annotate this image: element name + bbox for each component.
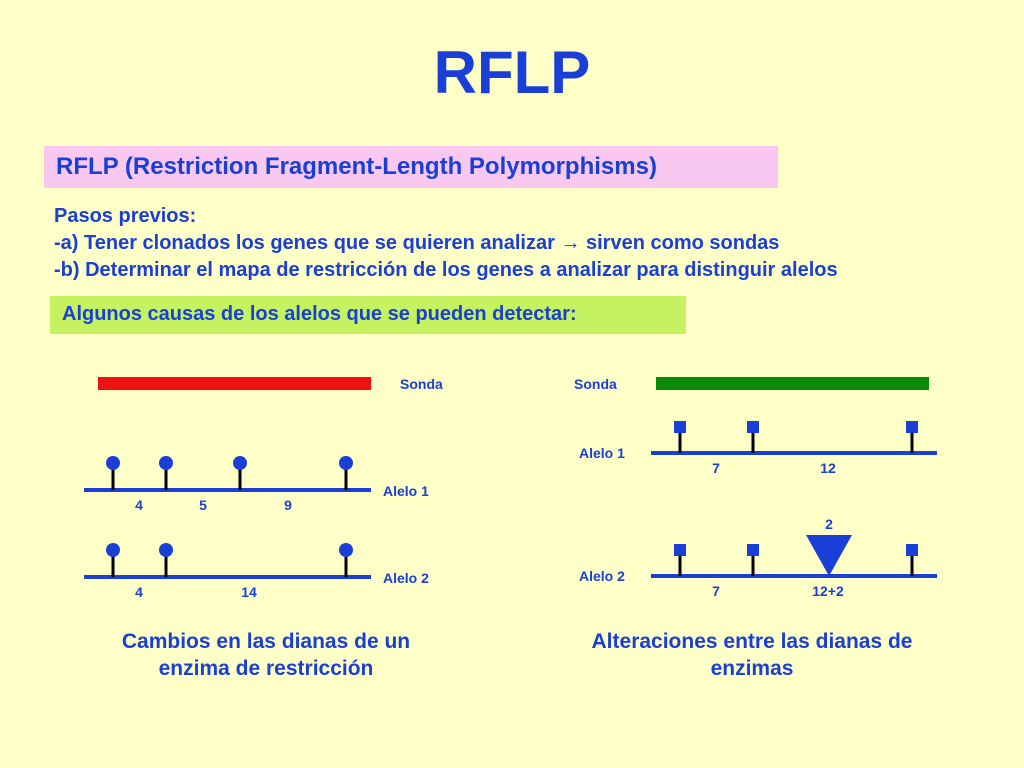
- right-caption-line2: enzimas: [710, 657, 794, 680]
- right-allele1-fragment: 7: [712, 460, 720, 476]
- left-allele1-site: [233, 456, 247, 490]
- right-allele2-site: [674, 544, 686, 576]
- left-allele1-fragment: 9: [284, 497, 292, 513]
- left-allele1-site: [106, 456, 120, 490]
- right-diagram: Sonda 7 12 Alelo 1 2 7 12+2 Alelo 2: [574, 376, 937, 599]
- right-allele1-label: Alelo 1: [579, 445, 625, 461]
- left-allele2-fragment: 14: [241, 584, 257, 600]
- left-allele2-site: [159, 543, 173, 577]
- left-allele2-site: [339, 543, 353, 577]
- left-allele1-fragment: 4: [135, 497, 143, 513]
- page-title: RFLP: [433, 39, 591, 106]
- causes-text: Algunos causas de los alelos que se pued…: [62, 303, 577, 325]
- right-allele1-site: [747, 421, 759, 453]
- header-box: [44, 146, 778, 188]
- left-allele2-label: Alelo 2: [383, 570, 429, 586]
- causes-box: [50, 296, 686, 334]
- right-allele2-site: [906, 544, 918, 576]
- insertion-label: 2: [825, 516, 833, 532]
- right-probe-bar: [656, 377, 929, 390]
- left-probe-bar: [98, 377, 371, 390]
- right-allele2-label: Alelo 2: [579, 568, 625, 584]
- left-allele1-site: [339, 456, 353, 490]
- left-diagram: Sonda 4 5 9 Alelo 1 4 14 Alelo 2: [84, 376, 443, 600]
- left-caption: Cambios en las dianas de un enzima de re…: [76, 628, 456, 682]
- steps-heading: Pasos previos:: [54, 205, 197, 227]
- left-allele2-fragment: 4: [135, 584, 143, 600]
- insertion-triangle-icon: [806, 535, 852, 576]
- right-allele2-site: [747, 544, 759, 576]
- left-allele1-label: Alelo 1: [383, 483, 429, 499]
- right-allele2-fragment: 12+2: [812, 583, 844, 599]
- right-allele1-site: [906, 421, 918, 453]
- right-probe-label: Sonda: [574, 376, 617, 392]
- step-a: -a) Tener clonados los genes que se quie…: [54, 232, 780, 254]
- step-b: -b) Determinar el mapa de restricción de…: [54, 259, 838, 281]
- left-allele2-site: [106, 543, 120, 577]
- left-allele1-site: [159, 456, 173, 490]
- right-caption-line1: Alteraciones entre las dianas de: [591, 630, 913, 653]
- left-probe-label: Sonda: [400, 376, 443, 392]
- left-caption-line1: Cambios en las dianas de un: [121, 630, 411, 653]
- right-allele1-site: [674, 421, 686, 453]
- right-allele2-fragment: 7: [712, 583, 720, 599]
- right-caption: Alteraciones entre las dianas de enzimas: [562, 628, 942, 682]
- left-allele1-fragment: 5: [199, 497, 207, 513]
- right-allele1-fragment: 12: [820, 460, 836, 476]
- header-text: RFLP (Restriction Fragment-Length Polymo…: [56, 153, 657, 180]
- left-caption-line2: enzima de restricción: [158, 657, 374, 680]
